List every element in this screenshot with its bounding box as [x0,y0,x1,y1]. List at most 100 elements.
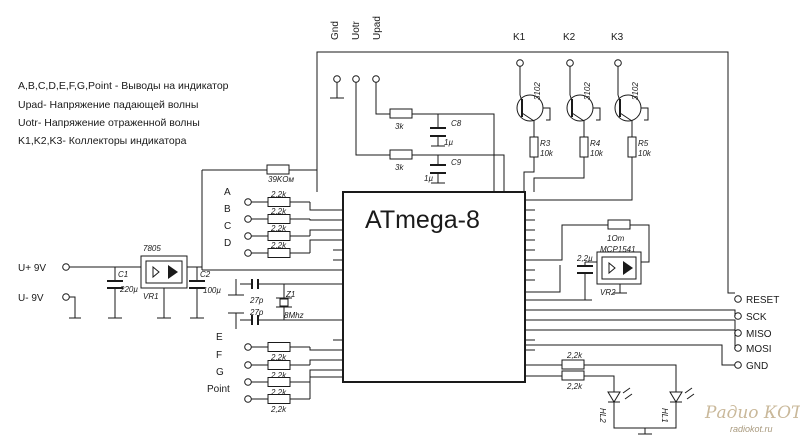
segment-terminal-a [244,198,252,206]
divider-resistor-2 [389,149,413,160]
vr2-solid-arrow [623,261,633,275]
divider-resistor-2-value: 3k [395,163,404,172]
isp-wire-miso [535,319,736,333]
power-plus-terminal [62,263,70,271]
c1-name: C1 [118,270,128,279]
c2-plates [189,280,205,289]
segment-label-b: B [224,204,231,215]
feedback-resistor-body [266,164,290,175]
reference-resistor [607,219,631,230]
collector-resistor-value-2: 10k [590,149,604,158]
reference-capacitor-value: 2,2µ [576,254,593,263]
legend-line-4: K1,K2,K3- Коллекторы индикатора [18,135,187,147]
reference-capacitor [577,265,593,274]
xtal-wires [240,283,343,321]
segment-label-f: F [216,350,222,361]
chip-name: ATmega-8 [365,206,480,234]
segment-terminal-point [244,395,252,403]
segment-resistor-g [267,377,291,387]
vr1-outline-arrow [152,265,160,279]
status-leds: 2,2k 2,2k HL2 HL1 [525,351,695,435]
vr2-inner [601,256,637,280]
vr2-type: MCP1541 [600,245,636,254]
transistor-emitter-2 [593,107,601,121]
segment-terminal-c [244,232,252,240]
feedback-resistor-value: 39KОм [268,175,294,184]
segment-resistor-value-g: 2,2k [270,388,287,397]
led1-name: HL1 [660,408,669,423]
c1-value: 220µ [119,285,138,294]
isp-terminal-mosi [734,344,742,352]
feedback-resistor: 39KОм [201,164,317,270]
segment-resistor-value-f: 2,2k [270,371,287,380]
vr1-type: 7805 [143,244,161,253]
isp-label-reset: RESET [746,295,779,306]
watermark-logo: Радио КОТ [704,403,800,423]
segment-resistor-e [267,342,291,352]
segment-terminal-f [244,361,252,369]
segment-chip-wire-bottom-2 [309,359,333,365]
divider-resistor-1 [389,108,413,119]
filter-capacitor-grounds [431,136,445,184]
probe-wires [330,82,390,156]
isp-terminal-gnd [734,361,742,369]
led2-resistor-value: 2,2k [566,382,583,391]
segment-chip-wire-top-1 [309,202,333,211]
vr2-name: VR2 [600,288,616,297]
segment-chip-wire-top-3 [309,229,333,236]
isp-wire-sck [535,309,736,316]
collector-resistor-3 [627,136,637,158]
segment-resistor-point [267,394,291,404]
legend-line-2: Upad- Напряжение падающей волны [18,99,198,111]
probe-label-uotr: Uotr [351,20,362,40]
c8-name: C8 [451,119,462,128]
segment-label-c: C [224,221,231,232]
transistor-emitter-3 [641,107,649,121]
collector-label-k2: K2 [563,32,576,43]
isp-terminal-sck [734,312,742,320]
power-minus-terminal [62,293,70,301]
watermark: Радио КОТ radiokot.ru [704,403,800,434]
isp-label-gnd: GND [746,361,768,372]
isp-label-mosi: MOSI [746,344,772,355]
segment-terminal-d [244,249,252,257]
power-input-wires [69,266,141,319]
collector-label-k1: K1 [513,32,526,43]
legend-line-3: Uotr- Напряжение отраженной волны [18,117,200,129]
xtal-cap2-value: 27p [249,308,264,317]
led-leads [613,382,677,435]
vr1-output-wires [157,266,204,319]
c9-value: 1µ [424,174,433,183]
reset-frame-wire [316,51,735,294]
reference-regulator: 1Om MCP1541 VR2 2,2µ [525,219,650,301]
segment-resistor-c [267,231,291,241]
segment-label-d: D [224,238,231,249]
top-probes: Gnd Uotr Upad 3k 3k C8 1µ C9 1µ [330,16,505,192]
power-minus-label: U- 9V [18,293,44,304]
c9-name: C9 [451,158,462,167]
vr2-input-wires [525,261,597,301]
isp-wire-gnd [525,344,735,366]
segment-resistor-value-e: 2,2k [270,353,287,362]
segment-resistor-d [267,248,291,258]
watermark-url: radiokot.ru [730,424,773,434]
collector-terminal-k2 [566,59,574,67]
vr1-solid-arrow [168,265,178,279]
segment-chip-wire-bottom-4 [309,376,333,399]
led1-symbol [669,391,683,403]
collector-label-k3: K3 [611,32,624,43]
collector-resistor-1 [529,136,539,158]
power-plus-label: U+ 9V [18,263,46,274]
segment-chip-wire-top-4 [309,239,333,253]
xtal-cap1-value: 27p [249,296,264,305]
segment-resistor-value-c: 2,2k [270,224,287,233]
filter-capacitor-plates [430,127,446,174]
collector-terminal-k3 [614,59,622,67]
collector-resistor-value-1: 10k [540,149,554,158]
vr2-outline-arrow [608,261,616,275]
segment-resistor-value-a: 2,2k [270,190,287,199]
led1-resistor-value: 2,2k [566,351,583,360]
microcontroller: ATmega-8 [342,191,526,383]
